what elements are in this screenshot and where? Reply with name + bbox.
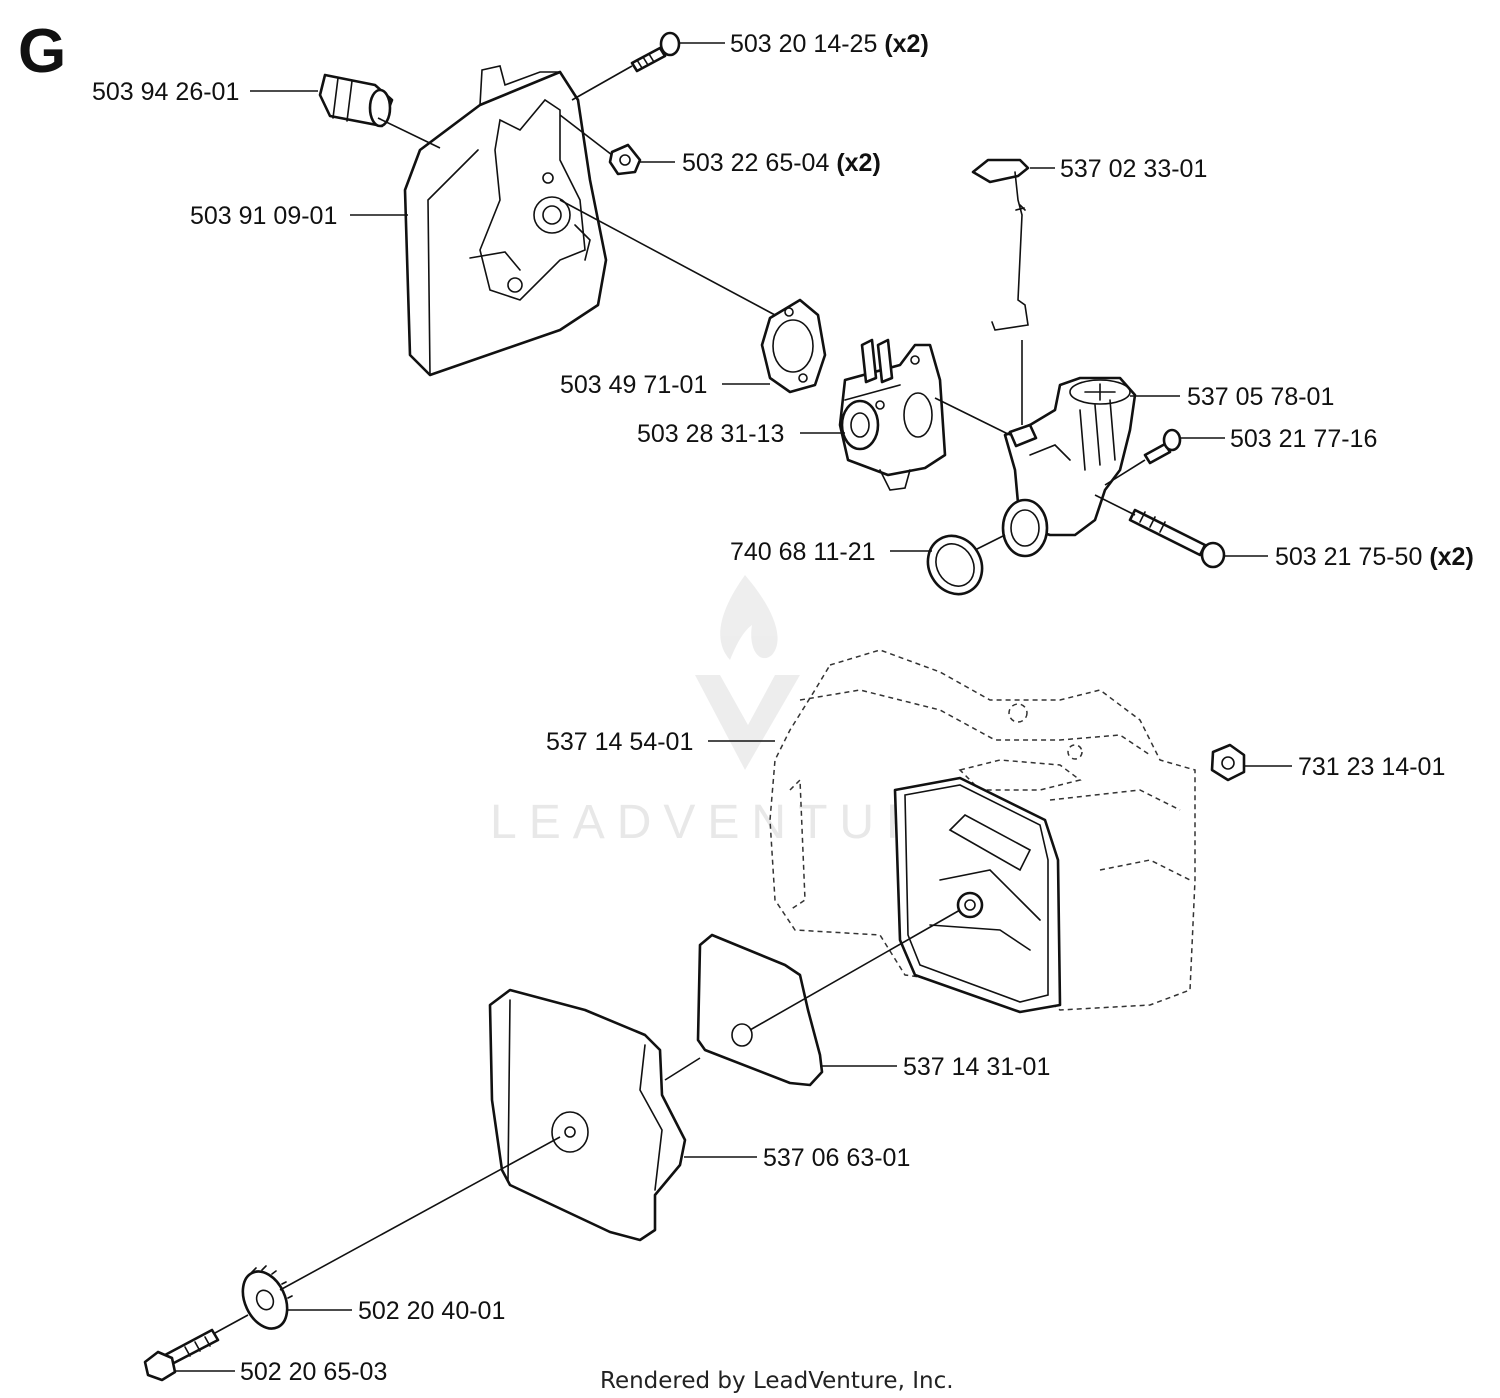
callout-label[interactable]: 503 28 31-13 bbox=[637, 420, 784, 448]
watermark-text: LEADVENTURE bbox=[490, 796, 977, 849]
carburetor-part[interactable] bbox=[838, 338, 947, 491]
callout-label[interactable]: 503 22 65-04 (x2) bbox=[682, 149, 881, 177]
callout-label[interactable]: 537 14 54-01 bbox=[546, 728, 693, 756]
callout-label[interactable]: 537 02 33-01 bbox=[1060, 155, 1207, 183]
callout-label[interactable]: 503 91 09-01 bbox=[190, 202, 337, 230]
callout-label[interactable]: 537 06 63-01 bbox=[763, 1144, 910, 1172]
screw-part[interactable] bbox=[1143, 428, 1182, 465]
callout-label[interactable]: 537 05 78-01 bbox=[1187, 383, 1334, 411]
hex-nut-part[interactable] bbox=[1210, 743, 1246, 782]
footer-credit: Rendered by LeadVenture, Inc. bbox=[600, 1368, 954, 1394]
callouts: 503 20 14-25 (x2) 503 94 26-01 503 22 65… bbox=[92, 30, 1474, 1386]
callout-label[interactable]: 503 21 77-16 bbox=[1230, 425, 1377, 453]
callout-label[interactable]: 503 94 26-01 bbox=[92, 78, 239, 106]
callout-label[interactable]: 503 21 75-50 (x2) bbox=[1275, 543, 1474, 571]
bolt-part[interactable] bbox=[143, 1328, 220, 1382]
callout-label[interactable]: 740 68 11-21 bbox=[730, 538, 876, 566]
assembly-lines bbox=[214, 65, 1146, 1334]
filter-housing-part[interactable] bbox=[403, 65, 608, 377]
section-letter: G bbox=[18, 17, 66, 86]
nut-clip-part[interactable] bbox=[608, 143, 642, 176]
choke-rod-part[interactable] bbox=[971, 158, 1030, 331]
callout-label[interactable]: 502 20 65-03 bbox=[240, 1358, 387, 1386]
filter-bracket-part[interactable] bbox=[893, 776, 1062, 1014]
filter-cover-part[interactable] bbox=[488, 988, 687, 1242]
gasket-part[interactable] bbox=[760, 298, 827, 394]
callout-label[interactable]: 537 14 31-01 bbox=[903, 1053, 1050, 1081]
leadventure-watermark: LEADVENTURE bbox=[490, 575, 977, 849]
intake-boot-part[interactable] bbox=[318, 73, 394, 128]
knob-washer-part[interactable] bbox=[234, 1264, 296, 1335]
filter-element-part[interactable] bbox=[696, 933, 824, 1087]
callout-label[interactable]: 503 20 14-25 (x2) bbox=[730, 30, 929, 58]
intake-adapter-part[interactable] bbox=[1001, 376, 1137, 558]
callout-label[interactable]: 731 23 14-01 bbox=[1298, 753, 1445, 781]
callout-label[interactable]: 502 20 40-01 bbox=[358, 1297, 505, 1325]
seal-ring-part[interactable] bbox=[917, 526, 992, 604]
long-bolt-part[interactable] bbox=[1128, 508, 1226, 569]
callout-label[interactable]: 503 49 71-01 bbox=[560, 371, 707, 399]
screw-part[interactable] bbox=[630, 31, 681, 73]
